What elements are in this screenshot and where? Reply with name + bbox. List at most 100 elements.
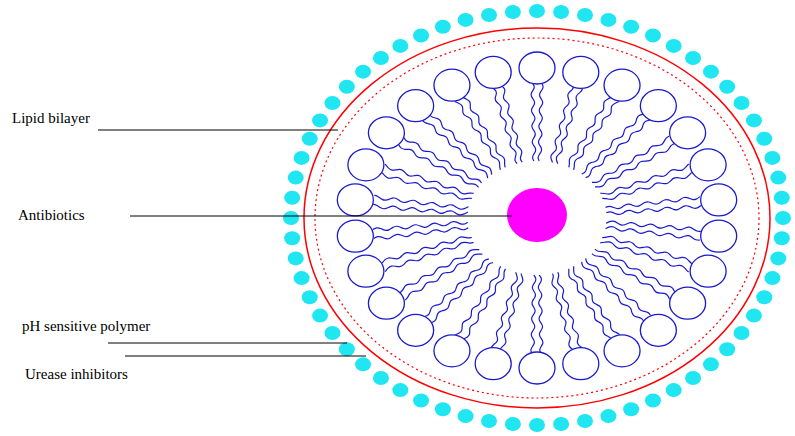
lipid-tail bbox=[538, 275, 543, 353]
lipid-tail bbox=[463, 269, 505, 339]
inhibitor-dot bbox=[553, 417, 569, 431]
lipid-head bbox=[434, 335, 470, 367]
lipid-head bbox=[398, 90, 434, 122]
lipid-tail bbox=[455, 266, 501, 334]
lipid-tail bbox=[385, 242, 473, 271]
inhibitor-dot bbox=[719, 80, 735, 94]
lipid-tail bbox=[586, 258, 651, 315]
inhibitor-dot bbox=[775, 211, 791, 225]
inhibitor-dot bbox=[302, 132, 318, 146]
inhibitor-dot bbox=[600, 13, 616, 27]
lipid-head bbox=[519, 352, 555, 384]
inhibitor-dot bbox=[284, 191, 300, 205]
inhibitor-dot bbox=[413, 28, 429, 42]
leader-line bbox=[130, 216, 512, 217]
inhibitor-dot bbox=[392, 383, 408, 397]
lipid-tail bbox=[569, 269, 612, 339]
lipid-tail bbox=[600, 164, 688, 194]
lipid-head bbox=[604, 69, 640, 101]
lipid-tail bbox=[404, 138, 482, 183]
inhibitor-dot bbox=[324, 326, 340, 340]
lipid-tail bbox=[538, 83, 543, 161]
inhibitor-dot bbox=[774, 191, 790, 205]
antibiotic-core bbox=[507, 188, 567, 242]
lipid-tail bbox=[385, 164, 473, 194]
inhibitor-dot bbox=[756, 132, 772, 146]
inhibitor-dot bbox=[746, 113, 762, 127]
inhibitor-dot bbox=[413, 394, 429, 408]
lipid-tail bbox=[382, 237, 472, 263]
inhibitor-dot bbox=[746, 309, 762, 323]
inhibitor-dot bbox=[764, 151, 780, 165]
lipid-tail bbox=[606, 206, 701, 215]
inhibitor-dot bbox=[770, 171, 786, 185]
lipid-head bbox=[475, 56, 511, 88]
inhibitor-dot bbox=[294, 271, 310, 285]
lipid-tail bbox=[595, 249, 675, 291]
inhibitor-dot bbox=[283, 211, 299, 225]
lipid-tail bbox=[606, 221, 701, 231]
inhibitor-dot bbox=[645, 28, 661, 42]
lipid-tail bbox=[582, 114, 643, 174]
inhibitor-dot bbox=[324, 96, 340, 110]
polymer-coat bbox=[304, 28, 770, 408]
inhibitor-dot bbox=[435, 402, 451, 416]
lipid-head bbox=[434, 69, 470, 101]
inhibitor-dot bbox=[458, 409, 474, 423]
lipid-tail bbox=[556, 88, 582, 163]
inhibitor-dot bbox=[481, 8, 497, 22]
lipid-tail bbox=[582, 262, 644, 321]
lipid-head bbox=[368, 117, 404, 149]
lipid-tail bbox=[432, 263, 493, 323]
lipid-head bbox=[701, 184, 737, 216]
inhibitor-dot bbox=[355, 65, 371, 79]
inhibitor-dot bbox=[577, 414, 593, 428]
inhibitor-dot bbox=[529, 418, 545, 432]
inhibitor-dot bbox=[685, 51, 701, 65]
lipid-head bbox=[640, 314, 676, 346]
lipid-head bbox=[701, 220, 737, 252]
inhibitor-dot bbox=[756, 290, 772, 304]
part-label: Urease inhibitors bbox=[25, 366, 128, 383]
inhibitor-dot bbox=[505, 5, 521, 19]
inhibitor-dot bbox=[435, 20, 451, 34]
inhibitor-dot bbox=[623, 20, 639, 34]
lipid-tail bbox=[399, 145, 479, 187]
lipid-tail bbox=[502, 86, 523, 162]
inhibitor-dot bbox=[685, 371, 701, 385]
lipid-tail bbox=[595, 144, 674, 187]
inhibitor-dot bbox=[294, 151, 310, 165]
lipid-head bbox=[337, 184, 373, 216]
lipid-tail bbox=[430, 115, 492, 174]
inhibitor-dot bbox=[577, 8, 593, 22]
inhibitor-dot bbox=[312, 309, 328, 323]
lipid-head bbox=[670, 117, 706, 149]
inhibitor-dot bbox=[373, 51, 389, 65]
lipid-tail bbox=[606, 227, 700, 241]
inhibitor-dot bbox=[458, 13, 474, 27]
lipid-heads bbox=[337, 52, 736, 384]
lipid-tails bbox=[373, 83, 701, 353]
inhibitor-dot bbox=[553, 5, 569, 19]
lipid-head bbox=[398, 314, 434, 346]
lipid-head bbox=[348, 255, 384, 287]
lipid-tail bbox=[455, 101, 501, 169]
inhibitor-dot bbox=[355, 357, 371, 371]
lipid-tail bbox=[574, 101, 620, 169]
lipid-head bbox=[519, 52, 555, 84]
inhibitor-dot bbox=[339, 342, 355, 356]
lipid-head bbox=[670, 287, 706, 319]
inhibitor-dot bbox=[703, 65, 719, 79]
lipid-tail bbox=[374, 195, 468, 209]
inhibitor-dot bbox=[600, 409, 616, 423]
inhibitor-dot bbox=[764, 271, 780, 285]
inhibitor-dot bbox=[481, 414, 497, 428]
part-label: pH sensitive polymer bbox=[22, 318, 150, 335]
lipid-tail bbox=[382, 173, 472, 200]
lipid-tail bbox=[425, 259, 489, 316]
inhibitor-dot bbox=[505, 417, 521, 431]
inhibitor-dot bbox=[774, 231, 790, 245]
lipid-tail bbox=[602, 172, 692, 199]
lipid-head bbox=[640, 90, 676, 122]
inhibitor-dot bbox=[703, 357, 719, 371]
